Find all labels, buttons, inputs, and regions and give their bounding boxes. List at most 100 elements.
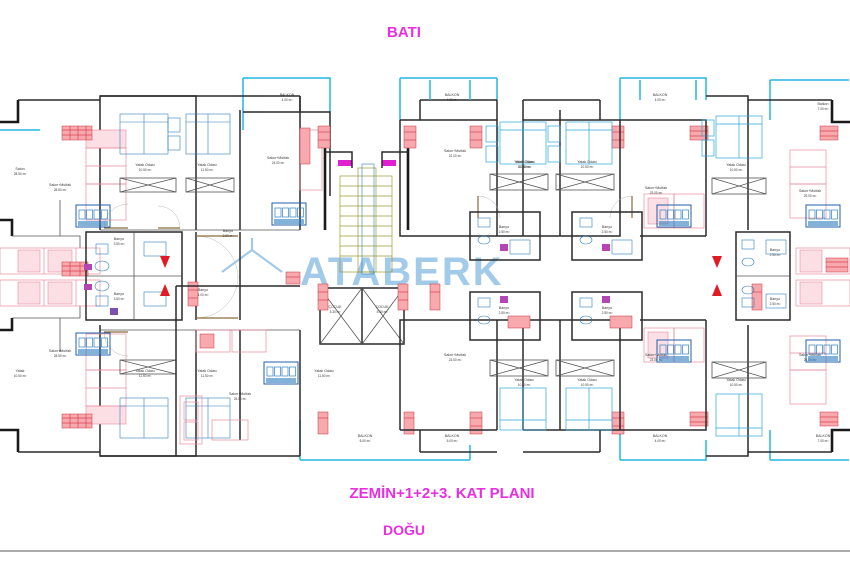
bed-right-bottom	[715, 393, 763, 437]
kitchen-unit-symbol	[656, 339, 692, 363]
room-label-area: 3.50 m²	[114, 242, 125, 246]
room-label-name: Banyo	[602, 306, 612, 310]
room-label-name: Yatak Odası	[197, 163, 217, 167]
room-label-name: Yatak Odası	[577, 160, 597, 164]
room-label-area: 25.00 m²	[804, 194, 817, 198]
column-hatch-left-bottom	[61, 413, 93, 429]
kitchen-counter-left-top	[85, 129, 127, 221]
room-label-area: 28.50 m²	[54, 354, 67, 358]
room-label-area: 7.00 m²	[818, 439, 829, 443]
sink-left-upper	[95, 243, 109, 255]
staircase	[339, 163, 393, 275]
central-core	[84, 140, 722, 345]
room-label-name: Banyo	[770, 297, 780, 301]
kitchen-unit-symbol	[75, 204, 111, 228]
room-label-area: 7.00 m²	[818, 107, 829, 111]
column-hatch-left-top	[61, 125, 93, 141]
wardrobe-mid-b	[555, 173, 615, 191]
unit-left-outer	[0, 95, 196, 457]
room-label-name: BALKON	[653, 93, 668, 97]
room-label-name: Banyo	[114, 237, 124, 241]
wardrobe-left-b	[185, 177, 235, 193]
unit-middle-top	[399, 99, 643, 261]
page-title-sub: DOĞU	[383, 521, 425, 538]
room-label-name: BALKON	[358, 434, 373, 438]
room-label-name: Salon+Mutfak	[799, 353, 821, 357]
sofa-bottom-left	[179, 395, 203, 445]
kitchen-unit-symbol	[263, 361, 299, 385]
arrow-up-right	[712, 284, 722, 296]
kitchen-band-left	[0, 247, 101, 307]
room-label-name: Salon+Mutfak	[49, 349, 71, 353]
room-label-area: 22.00 m²	[449, 154, 462, 158]
living-bottom-left	[175, 285, 300, 456]
room-label-name: BALKON	[653, 434, 668, 438]
room-label-area: 11.50 m²	[318, 374, 330, 378]
bed-mid-b	[547, 121, 613, 165]
room-label-area: 28.50 m²	[14, 172, 27, 176]
room-label-area: 25.00 m²	[234, 397, 247, 401]
room-label-name: BALKON	[280, 93, 295, 97]
wardrobe-mid-a	[489, 173, 549, 191]
kitchen-band-right	[795, 247, 850, 307]
room-label-area: 4.00 m²	[198, 293, 209, 297]
room-label-area: 5.30 m²	[330, 310, 341, 314]
page-title-main: ZEMİN+1+2+3. KAT PLANI	[349, 485, 534, 502]
room-label-name: Banyo	[770, 248, 780, 252]
bed-mid-d	[565, 387, 613, 431]
room-label-area: 23.00 m²	[449, 358, 462, 362]
unit-left-inner-living	[243, 96, 331, 196]
room-label-area: 11.50 m²	[201, 168, 213, 172]
room-label-name: Salon+Mutfak	[444, 149, 466, 153]
room-label-area: 24.00 m²	[272, 161, 285, 165]
room-label-area: 2.50 m²	[602, 230, 613, 234]
kitchen-unit-symbol	[271, 202, 307, 226]
wardrobe-right-bottom	[711, 361, 767, 379]
kitchen-counter-right-top	[789, 149, 827, 219]
room-label-name: Yatak Odası	[514, 160, 534, 164]
room-label-name: Yatak Odası	[514, 378, 534, 382]
room-label-name: Yatak Odası	[135, 369, 155, 373]
room-label-area: 2.50 m²	[499, 311, 510, 315]
room-label-name: Banyo	[602, 225, 612, 229]
room-label-area: 10.50 m²	[139, 168, 152, 172]
room-label-area: 4.00 m²	[447, 98, 458, 102]
room-label-name: Balkon	[818, 102, 829, 106]
room-label-area: 4.00 m²	[282, 98, 293, 102]
room-label-area: 4.00 m²	[655, 98, 666, 102]
room-label-area: 10.50 m²	[730, 168, 743, 172]
room-label-name: BALKON	[445, 434, 460, 438]
room-label-area: 23.00 m²	[650, 358, 663, 362]
table-bottom-left	[211, 419, 249, 441]
bed-left-b	[185, 113, 231, 155]
room-label-name: BALKON	[816, 434, 831, 438]
bed-left-c	[119, 397, 169, 439]
room-label-name: Salon+Mutfak	[444, 353, 466, 357]
room-label-name: ÇOCUK	[376, 305, 390, 309]
kitchen-unit-symbol	[805, 339, 841, 363]
room-label-area: 10.50 m²	[519, 165, 532, 169]
kitchen-unit-symbol	[656, 204, 692, 228]
